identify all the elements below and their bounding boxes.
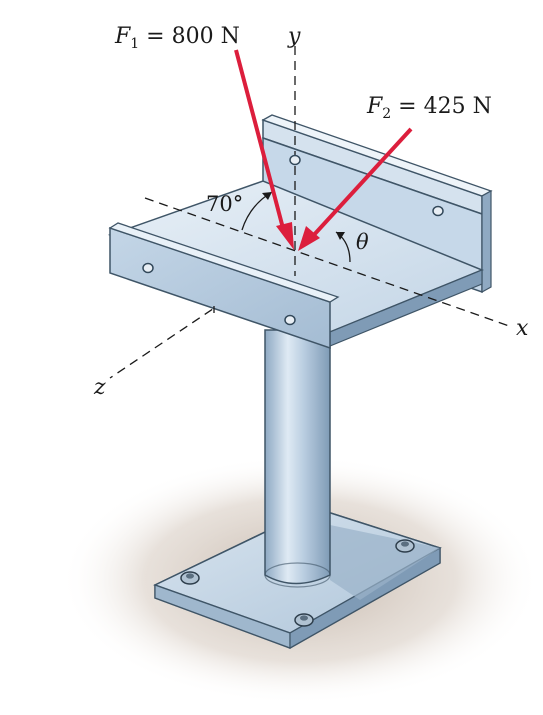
z-axis-label: z <box>93 375 106 400</box>
hole-icon <box>284 314 296 326</box>
hole-icon <box>142 262 154 274</box>
x-axis-label: x <box>516 316 529 341</box>
force-f1-arrow <box>234 49 294 250</box>
force-f2-label: F2 = 425 N <box>366 94 492 122</box>
base-bolt-left <box>180 571 200 585</box>
arrowhead-icon <box>262 192 272 200</box>
arrowhead-icon <box>336 232 345 240</box>
base-bolt-right <box>395 539 415 553</box>
channel-front-flange <box>108 222 340 350</box>
angle-70-label: 70° <box>206 192 243 216</box>
hole-icon <box>289 154 301 166</box>
force-f2-arrow <box>298 127 413 251</box>
force-f1-label: F1 = 800 N <box>114 24 240 52</box>
angle-theta-label: θ <box>356 230 369 254</box>
y-axis-label: y <box>287 24 301 49</box>
base-bolt-front <box>294 613 314 627</box>
hole-icon <box>432 205 444 217</box>
x-axis <box>144 197 513 328</box>
support-post <box>264 329 331 588</box>
